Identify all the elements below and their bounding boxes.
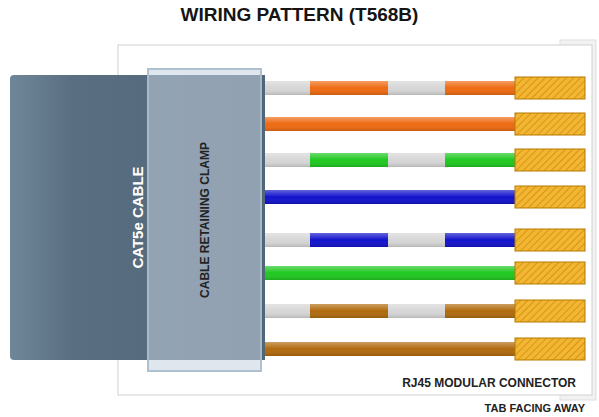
- connector-body: RJ45 MODULAR CONNECTOR CABLE RETAINING CL…: [118, 45, 592, 395]
- wire: [262, 304, 515, 318]
- retaining-clamp: CABLE RETAINING CLAMP: [147, 68, 262, 372]
- wire: [262, 117, 515, 131]
- wire-shine: [262, 266, 515, 280]
- wire-shine: [262, 233, 515, 247]
- connector-body-label: RJ45 MODULAR CONNECTOR: [402, 376, 576, 390]
- wire-shine: [262, 190, 515, 204]
- contact-pins: [515, 77, 585, 360]
- wire-shine: [262, 81, 515, 95]
- contact-pin: [515, 113, 585, 135]
- wire: [262, 233, 515, 247]
- wire-shine: [262, 153, 515, 167]
- wire: [262, 190, 515, 204]
- wire: [262, 266, 515, 280]
- contact-pin: [515, 300, 585, 322]
- wire-group: [262, 81, 515, 356]
- contact-pin: [515, 229, 585, 251]
- contact-pin: [515, 77, 585, 99]
- contact-pin: [515, 149, 585, 171]
- diagram-title: WIRING PATTERN (T568B): [0, 4, 599, 26]
- wire: [262, 342, 515, 356]
- note-label: TAB FACING AWAY: [485, 402, 585, 414]
- contact-pin: [515, 338, 585, 360]
- wire: [262, 153, 515, 167]
- wire-shine: [262, 304, 515, 318]
- connector-body: [118, 45, 592, 395]
- cable-jacket-label: CAT5e CABLE: [129, 166, 146, 268]
- wire: [262, 81, 515, 95]
- contact-pin: [515, 186, 585, 208]
- contact-pin: [515, 262, 585, 284]
- wire-shine: [262, 342, 515, 356]
- retaining-clamp-label: CABLE RETAINING CLAMP: [198, 142, 212, 298]
- wire-shine: [262, 117, 515, 131]
